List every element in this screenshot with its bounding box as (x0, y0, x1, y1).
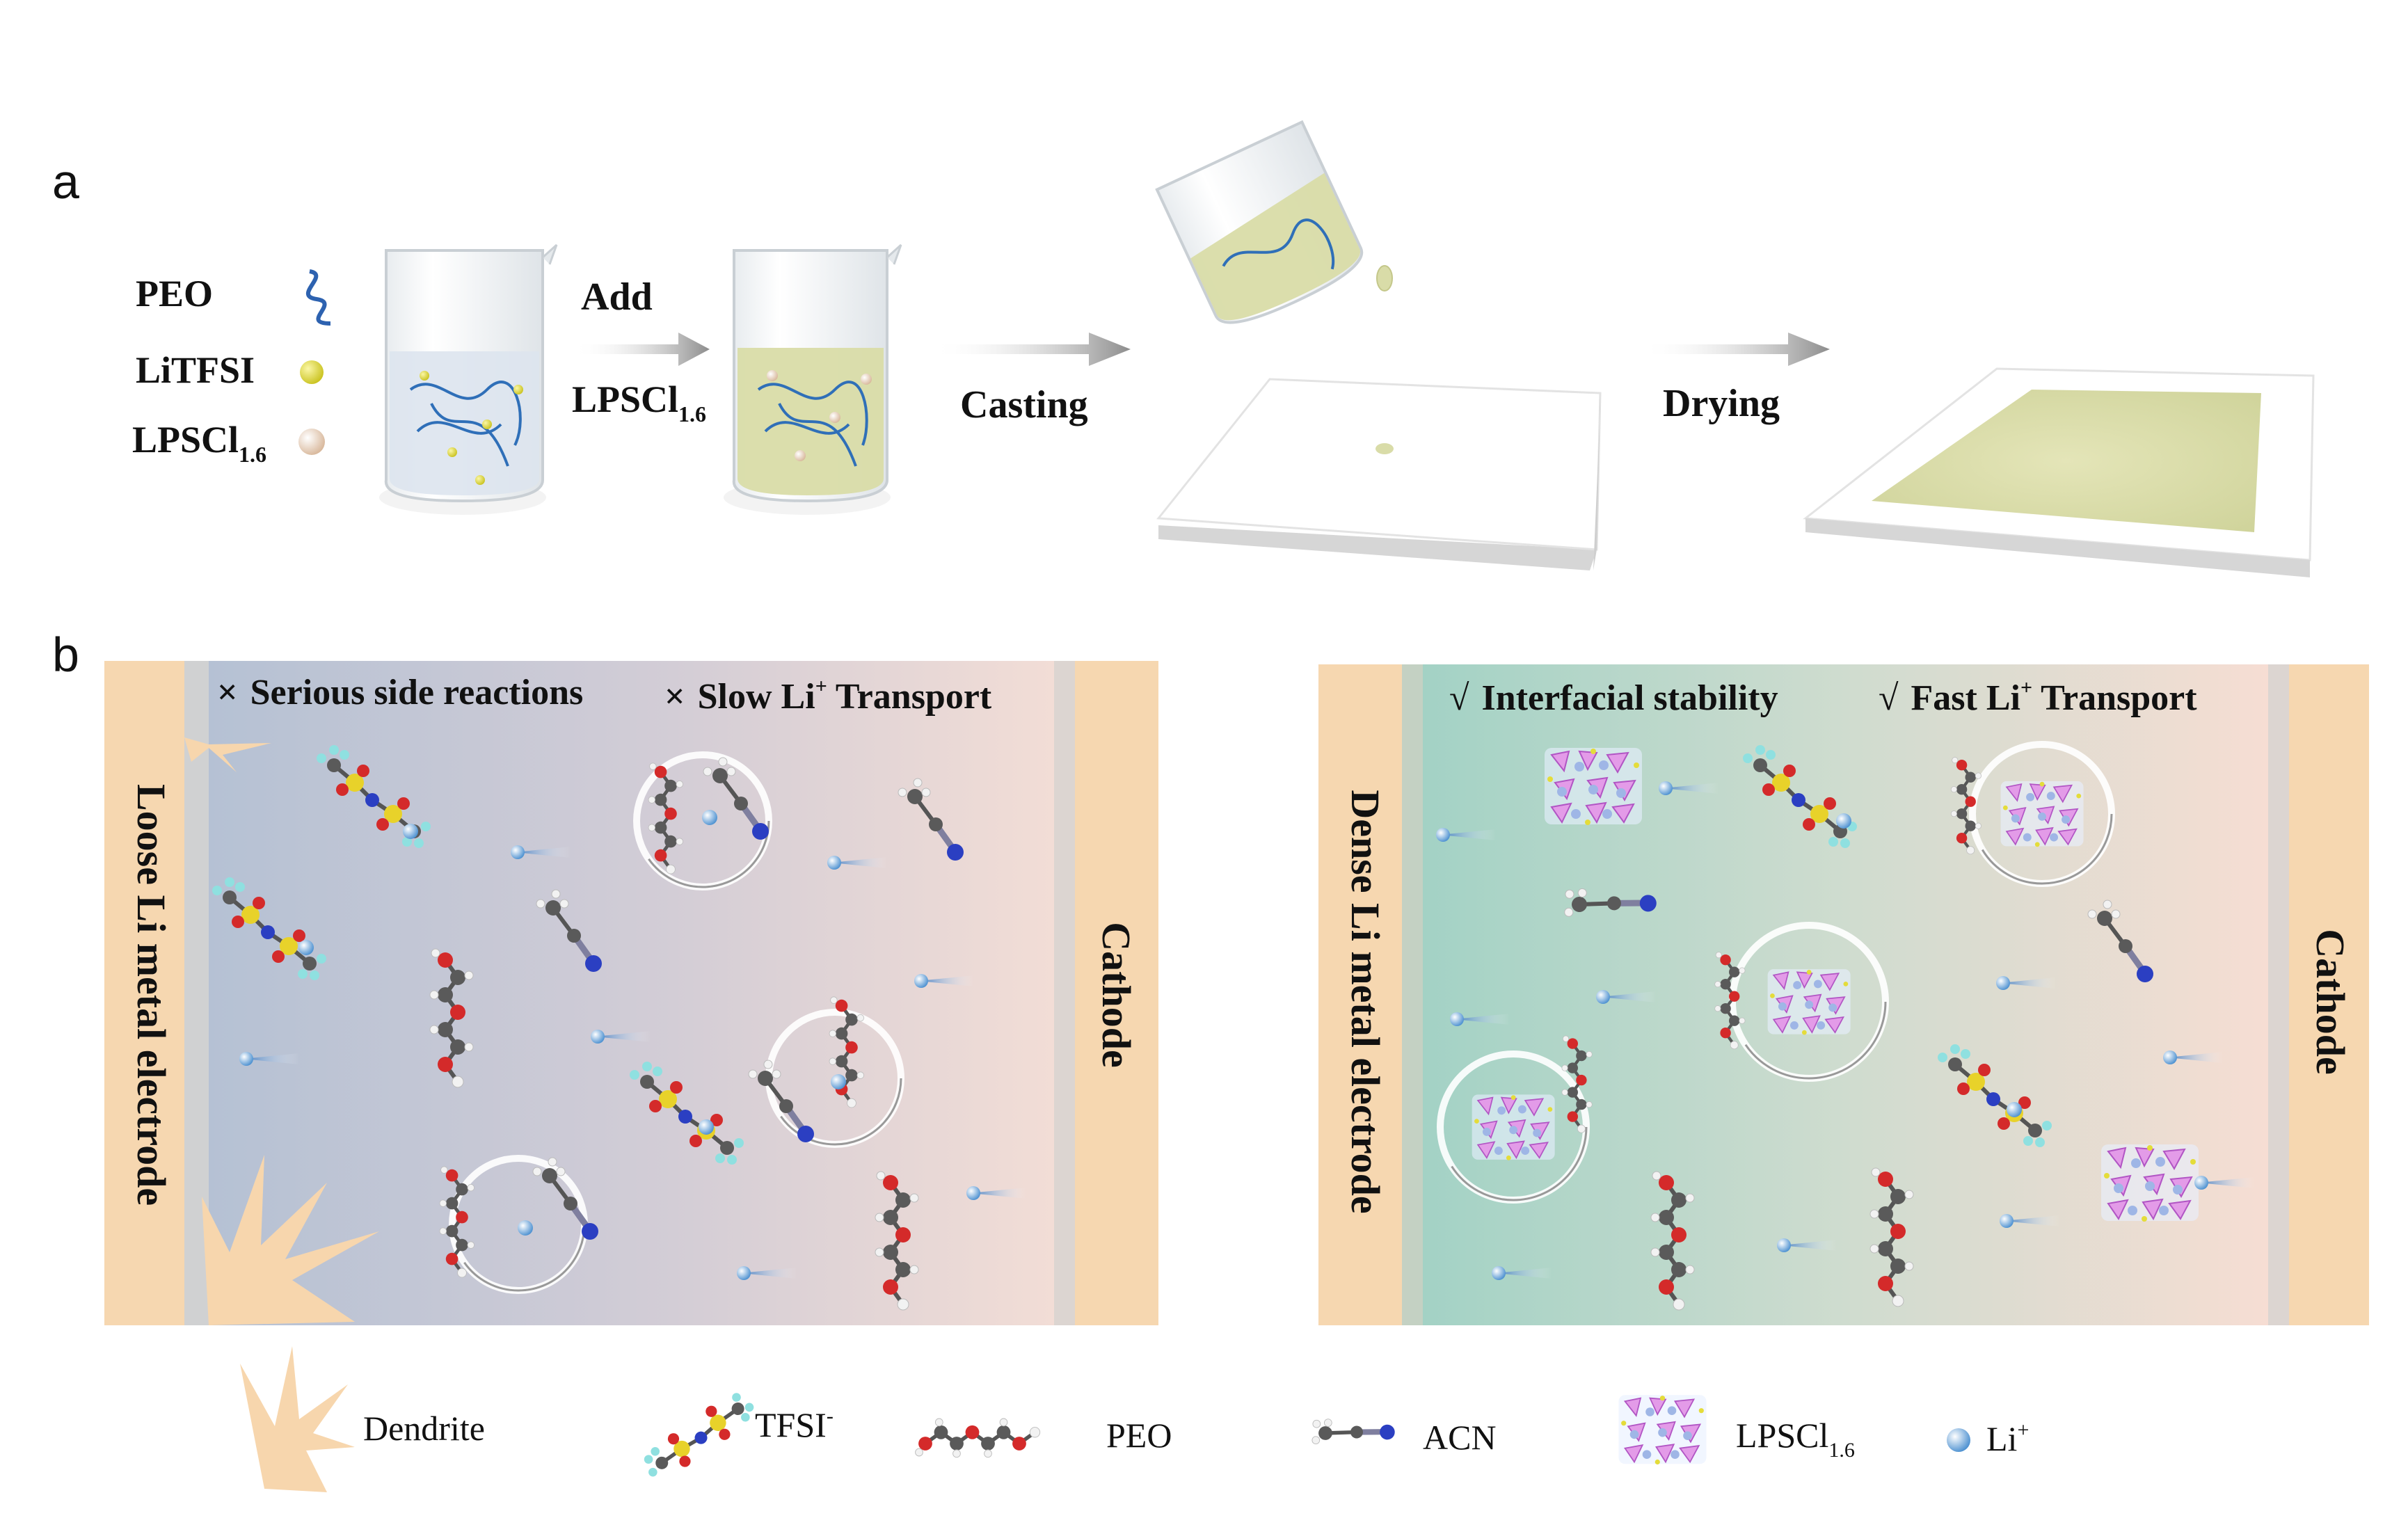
tfsi-icon (640, 1374, 756, 1497)
dendrite-large (202, 1155, 379, 1325)
solvation-shell (440, 1158, 598, 1294)
li-ion (403, 824, 418, 839)
left-problem-1: ×Serious side reactions (217, 673, 583, 712)
dried-film (1872, 390, 2261, 532)
peo-chain-icon (305, 269, 331, 326)
dendrite-small (184, 737, 271, 772)
step-add-label: Add (581, 275, 653, 319)
li-ion-icon (1947, 1428, 1970, 1452)
lpscl-particle (1544, 747, 1643, 826)
arrow-drying (1642, 333, 1830, 366)
right-benefit-2: √Fast Li+ Transport (1879, 676, 2197, 718)
lpscl-particle (2100, 1144, 2199, 1222)
legend-dendrite-label: Dendrite (363, 1409, 485, 1448)
left-cell: Loose Li metal electrode Cathode ×Seriou… (104, 661, 1158, 1325)
legend-lpscl-label: LPSCl1.6 (1736, 1416, 1855, 1462)
lpscl-particle-icon (298, 429, 325, 455)
panel-a-legend: PEO LiTFSI LPSCl1.6 (132, 269, 331, 467)
left-electrode-label: Loose Li metal electrode (129, 784, 174, 1206)
li-ion (699, 1119, 714, 1135)
right-cell: Dense Li metal electrode Cathode √Interf… (1318, 664, 2369, 1325)
right-cathode-label: Cathode (2308, 929, 2353, 1074)
acn-icon (1303, 1388, 1398, 1478)
dendrite-icon (240, 1346, 355, 1492)
right-electrode-label: Dense Li metal electrode (1343, 790, 1388, 1213)
arrow-add (574, 333, 710, 366)
legend-tfsi-label: TFSI- (755, 1405, 834, 1444)
step-add-compound: LPSCl1.6 (572, 378, 706, 426)
dried-film-plate (1803, 367, 2315, 577)
legend-peo-label: PEO (136, 273, 213, 314)
panel-b-label: b (52, 628, 79, 682)
arrow-casting (932, 333, 1131, 366)
litfsi-particle-icon (300, 360, 324, 384)
left-electrolyte (209, 661, 1054, 1325)
solvation-shell (633, 751, 772, 890)
panel-b-legend: Dendrite TFSI- PEO ACN LPSCl1.6 Li+ (240, 1346, 2029, 1497)
legend-acn-label: ACN (1423, 1418, 1497, 1457)
casting-plate (1156, 378, 1602, 570)
pouring-beaker (1155, 120, 1364, 324)
step-casting-label: Casting (960, 383, 1088, 426)
beaker-with-lpscl (724, 243, 902, 515)
beaker-peo-litfsi (379, 243, 558, 515)
right-benefit-1: √Interfacial stability (1449, 678, 1778, 718)
legend-peo-label: PEO (1106, 1416, 1172, 1455)
peo-icon (916, 1419, 1040, 1457)
legend-li-label: Li+ (1986, 1419, 2029, 1458)
panel-a-label: a (52, 154, 79, 209)
li-ion (298, 940, 314, 955)
lpscl-icon (1618, 1394, 1707, 1466)
left-cathode-label: Cathode (1094, 922, 1139, 1067)
li-ion (2007, 1102, 2022, 1117)
lpscl-solvation-shell (1715, 922, 1889, 1082)
li-ion (1836, 813, 1851, 829)
solvation-shell (749, 997, 904, 1148)
legend-lpscl-label: LPSCl1.6 (132, 419, 266, 467)
lpscl-solvation-shell (1437, 1036, 1592, 1204)
legend-litfsi-label: LiTFSI (136, 349, 255, 391)
solution-droplet (1376, 265, 1393, 291)
lpscl-solvation-shell (1951, 741, 2115, 887)
left-problem-2: ×Slow Li+ Transport (664, 675, 992, 717)
step-drying-label: Drying (1663, 382, 1780, 425)
